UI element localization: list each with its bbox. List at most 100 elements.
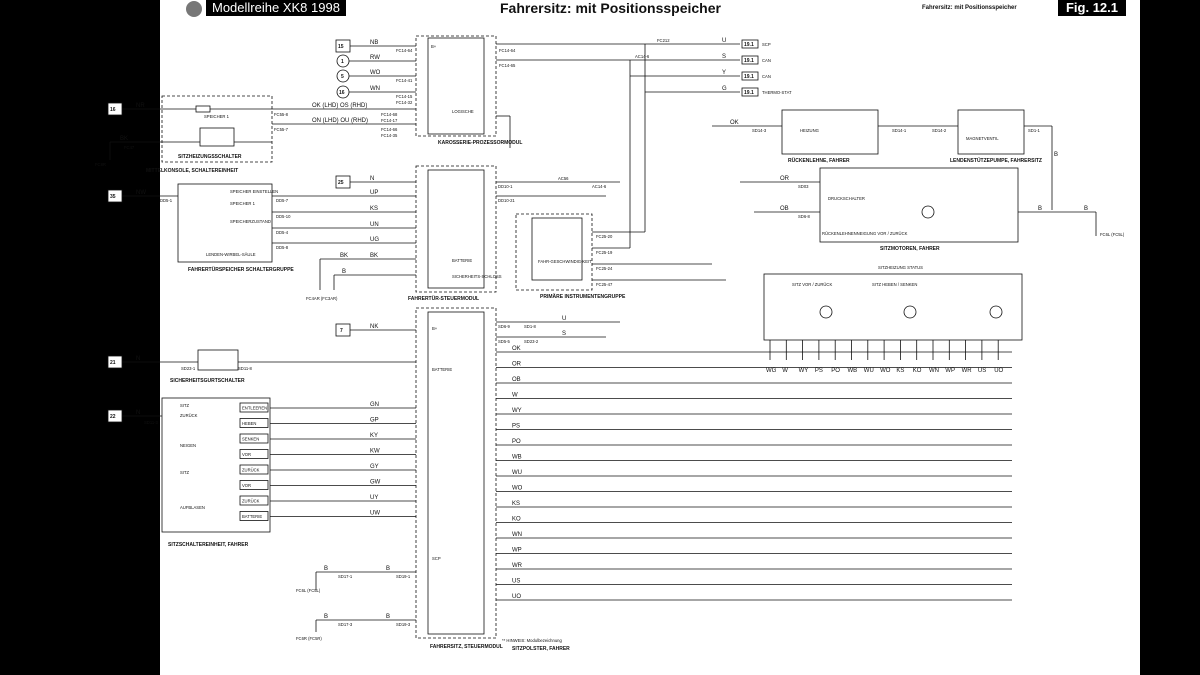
page-subtitle: Fahrersitz: mit Positionsspeicher xyxy=(922,5,1017,11)
scm-scp-label: SCP xyxy=(432,556,441,561)
steuermodul-label: FAHRERSITZ, STEUERMODUL xyxy=(430,644,503,650)
module-output-label: PS xyxy=(512,424,520,430)
cushion-wire-label: WB xyxy=(848,368,858,374)
wire-n-21: N xyxy=(136,356,140,362)
kp-out-u: U xyxy=(722,38,726,44)
left-letterbox xyxy=(0,0,160,675)
door-switch-1: SPEICHER 1 xyxy=(230,201,256,206)
ground-fc6l-bot: FC6L (FC5L) xyxy=(296,588,321,593)
kp-pin-fc1441: FC14-41 xyxy=(396,78,413,83)
door-switch-0: SPEICHER EINSTELLEN xyxy=(230,189,278,194)
module-output-label: WB xyxy=(512,455,522,461)
cushion-wire-label: PS xyxy=(815,368,823,374)
cushion-wire-label: W xyxy=(782,368,788,374)
fuse-5: 5 xyxy=(341,74,344,80)
sd1-1-label: SD17-1 xyxy=(338,574,353,579)
fuse-21: 21 xyxy=(110,360,116,366)
wire-on-ou: ON (LHD) OU (RHD) xyxy=(312,118,368,124)
fc211-label: FC212 xyxy=(657,38,670,43)
wire-ok: OK xyxy=(730,120,739,126)
seat-switch-wire-label: GN xyxy=(370,402,379,408)
switch-function-box xyxy=(239,402,269,413)
cushion-wire-label: KO xyxy=(913,368,922,374)
cushion-wire-label: UO xyxy=(994,368,1003,374)
switch-function-label: SENKEN xyxy=(242,437,259,442)
fuse-25: 25 xyxy=(338,180,344,186)
fuse-16a: 16 xyxy=(339,90,345,96)
fahrgeschw-label: FAHR-GESCHWINDIG-KEIT xyxy=(538,259,592,264)
seat-switch-unit: 22 N SD11-3 SITZ ZURÜCK NEIGEN SITZ AUFB… xyxy=(107,397,271,548)
sitzheizung-status-label: SITZHEIZUNG STATUS xyxy=(878,265,923,270)
wire-wn: WN xyxy=(370,86,380,92)
wire-n-22: N xyxy=(136,410,140,416)
fc14-68-label: FC14-68 xyxy=(381,112,398,117)
wire-b-gnd: B xyxy=(1084,206,1088,212)
wire-ob: OB xyxy=(780,206,789,212)
sd6-10-label: SD6-9 xyxy=(498,324,511,329)
switch-function-box xyxy=(239,511,269,521)
seat-switch-wire-label: KY xyxy=(370,433,378,439)
module-output-label: OB xyxy=(512,377,521,383)
sd6-9-label: SD5-5 xyxy=(498,339,511,344)
fuse-1: 1 xyxy=(341,59,344,65)
wire-wo: WO xyxy=(370,70,381,76)
fuse-16b: 16 xyxy=(110,107,116,113)
bplus-label: B+ xyxy=(431,44,437,49)
wire-nk: NK xyxy=(370,324,378,330)
cushion-wire-label: KS xyxy=(896,368,904,374)
wire-un: UN xyxy=(370,222,379,228)
sd17-3-label: SD1-1 xyxy=(1028,128,1041,133)
ac55-label: AC56 xyxy=(558,176,569,181)
sd19-3-label: SD14-1 xyxy=(892,128,907,133)
karosserie-module: KAROSSERIE-PROZESSORMODUL B+ LOGISCHE U … xyxy=(415,35,740,148)
lendenpumpe-label: LENDENSTÜTZEPUMPE, FAHRERSITZ xyxy=(950,157,1042,164)
seat-cushion-motors: SITZHEIZUNG STATUS SITZ VOR / ZURÜCK SIT… xyxy=(763,265,1023,341)
module-output-label: OR xyxy=(512,362,522,368)
module-output-label: PO xyxy=(512,439,521,445)
cushion-wire-label: WU xyxy=(864,368,874,374)
kp-out-g: G xyxy=(722,86,727,92)
sitzmotoren-label: SITZMOTOREN, FAHRER xyxy=(880,246,940,252)
sd3-2-label: SD19-1 xyxy=(396,574,411,579)
ref-2-number: 19.1 xyxy=(744,58,754,64)
seat-switch-wire-label: GP xyxy=(370,418,379,424)
fuse-22: 22 xyxy=(110,414,116,420)
fuse-35: 35 xyxy=(110,194,116,200)
karosserie-output-leads xyxy=(496,43,740,148)
switch-function-box xyxy=(239,433,269,444)
module-output-label: WN xyxy=(512,532,522,538)
heizung-label: HEIZUNG xyxy=(800,128,819,133)
wire-b-bot4: B xyxy=(386,614,390,620)
sd19-1-label: SD14-3 xyxy=(752,128,767,133)
wire-bk-1: BK xyxy=(120,136,128,142)
switch-function-label: VOR xyxy=(242,483,251,488)
dcm-sicherheits-label: SICHERHEITS-SCHLOSS xyxy=(452,274,502,279)
ref-1-number: 19.1 xyxy=(744,42,754,48)
switch-function-box xyxy=(239,464,269,475)
fc14-35-label: FC14-35 xyxy=(381,133,398,138)
ref-1-label: SCP xyxy=(762,42,771,47)
wire-nw: NW xyxy=(136,190,146,196)
module-output-label: KS xyxy=(512,501,520,507)
switch-function-label: ZURÜCK xyxy=(242,468,260,473)
fc25-24-label: FC25-24 xyxy=(596,266,613,271)
seat-switch-wire-label: GY xyxy=(370,464,379,470)
sd23-2-label: SD23-1 xyxy=(181,366,196,371)
fuse-7: 7 xyxy=(340,328,343,334)
fuse-15: 15 xyxy=(338,44,344,50)
switch-function-label: ENTLEEREN xyxy=(242,406,267,411)
module-output-label: UO xyxy=(512,594,521,600)
cushion-wire-label: WN xyxy=(929,368,939,374)
wire-up: UP xyxy=(370,190,378,196)
right-letterbox xyxy=(1140,0,1200,675)
cushion-wire-label: WR xyxy=(962,368,973,374)
wire-bk-2: BK xyxy=(340,253,348,259)
switch-function-box xyxy=(239,449,269,459)
wire-b-1: B xyxy=(342,269,346,275)
switch-function-box xyxy=(239,418,269,428)
kp-pin-64: FC14-64 xyxy=(499,48,516,53)
hinweis-note: ** HINWEIS: Modulbezeichnung xyxy=(502,638,562,643)
instrument-label: PRIMÄRE INSTRUMENTENGRUPPE xyxy=(540,293,626,300)
wire-or: OR xyxy=(780,176,790,182)
